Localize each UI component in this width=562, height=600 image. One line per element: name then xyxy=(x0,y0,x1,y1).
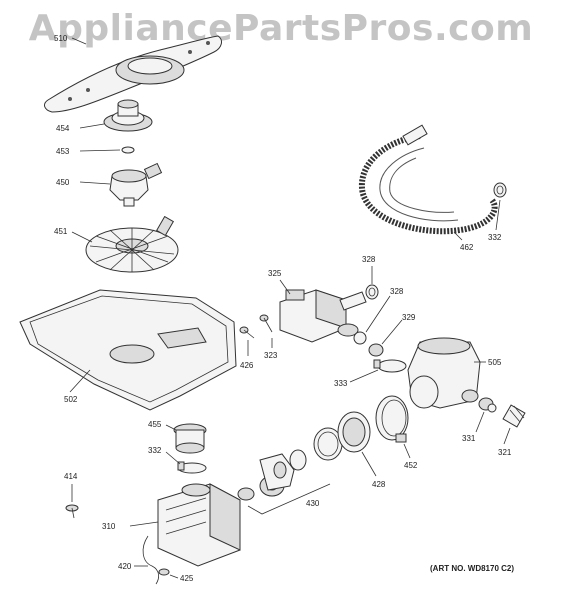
part-452-clamp[interactable] xyxy=(375,395,409,443)
part-332-clamp-right[interactable] xyxy=(493,182,507,198)
part-454-manifold[interactable] xyxy=(103,99,153,132)
label-451: 451 xyxy=(54,227,68,236)
label-425: 425 xyxy=(180,574,194,583)
label-325: 325 xyxy=(268,269,282,278)
part-451-filter[interactable] xyxy=(85,215,179,273)
part-428-volute[interactable] xyxy=(337,411,371,453)
part-462-drain-hose[interactable] xyxy=(358,124,498,235)
label-321: 321 xyxy=(498,448,512,457)
part-455-strainer[interactable] xyxy=(173,423,207,454)
part-453-ring[interactable] xyxy=(121,146,135,154)
part-450-hub[interactable] xyxy=(109,162,163,207)
label-310: 310 xyxy=(102,522,116,531)
label-328-lower: 328 xyxy=(390,287,404,296)
part-420-wire[interactable] xyxy=(142,535,160,585)
label-426: 426 xyxy=(240,361,254,370)
art-number: (ART NO. WD8170 C2) xyxy=(430,564,515,573)
label-333: 333 xyxy=(334,379,348,388)
part-502-tub-gasket[interactable] xyxy=(19,289,237,411)
part-425-grommet[interactable] xyxy=(158,568,170,576)
label-428: 428 xyxy=(372,480,386,489)
part-414-screw[interactable] xyxy=(65,504,79,519)
part-331-clip[interactable] xyxy=(478,397,497,413)
part-332-clamp-left[interactable] xyxy=(177,461,207,474)
part-328-seal-lower[interactable] xyxy=(353,331,367,345)
part-510-spray-arm[interactable] xyxy=(44,35,222,113)
label-462: 462 xyxy=(460,243,474,252)
part-333-clamp[interactable] xyxy=(373,359,407,373)
label-331: 331 xyxy=(462,434,476,443)
label-323: 323 xyxy=(264,351,278,360)
label-332-left: 332 xyxy=(148,446,162,455)
part-430-impeller-kit[interactable] xyxy=(259,427,343,497)
part-323-screw[interactable] xyxy=(259,314,273,333)
part-310-pump-motor[interactable] xyxy=(157,483,255,567)
label-329: 329 xyxy=(402,313,416,322)
part-328-seal-upper[interactable] xyxy=(365,284,379,300)
part-505-drain-housing[interactable] xyxy=(407,337,481,409)
label-505: 505 xyxy=(488,358,502,367)
label-453: 453 xyxy=(56,147,70,156)
label-510: 510 xyxy=(54,34,68,43)
label-455: 455 xyxy=(148,420,162,429)
part-329-nut[interactable] xyxy=(368,343,384,357)
label-332-right: 332 xyxy=(488,233,502,242)
label-452: 452 xyxy=(404,461,418,470)
part-321-check-valve[interactable] xyxy=(502,404,526,428)
label-502: 502 xyxy=(64,395,78,404)
label-430: 430 xyxy=(306,499,320,508)
label-414: 414 xyxy=(64,472,78,481)
label-454: 454 xyxy=(56,124,70,133)
watermark-text: AppliancePartsPros.com xyxy=(28,8,534,49)
label-420: 420 xyxy=(118,562,132,571)
label-450: 450 xyxy=(56,178,70,187)
part-325-water-valve[interactable] xyxy=(279,289,367,343)
part-426-screw[interactable] xyxy=(239,326,255,339)
label-328-upper: 328 xyxy=(362,255,376,264)
